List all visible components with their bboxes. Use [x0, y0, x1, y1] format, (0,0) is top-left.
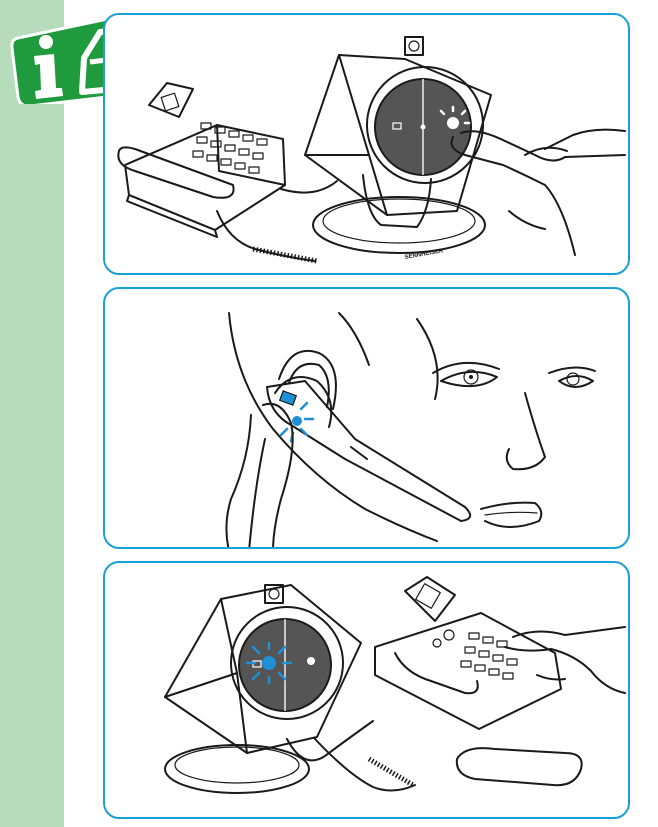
illustration-panel-1: SENNHEISER	[103, 13, 630, 275]
headset-on-ear-illustration	[105, 289, 630, 549]
brand-mark: SENNHEISER	[404, 248, 444, 261]
sidebar-strip	[0, 0, 64, 827]
illustration-panel-3	[103, 561, 630, 819]
base-station-flashing-illustration	[105, 563, 630, 819]
illustration-panel-2	[103, 287, 630, 549]
base-station-desk-phone-illustration: SENNHEISER	[105, 15, 630, 275]
